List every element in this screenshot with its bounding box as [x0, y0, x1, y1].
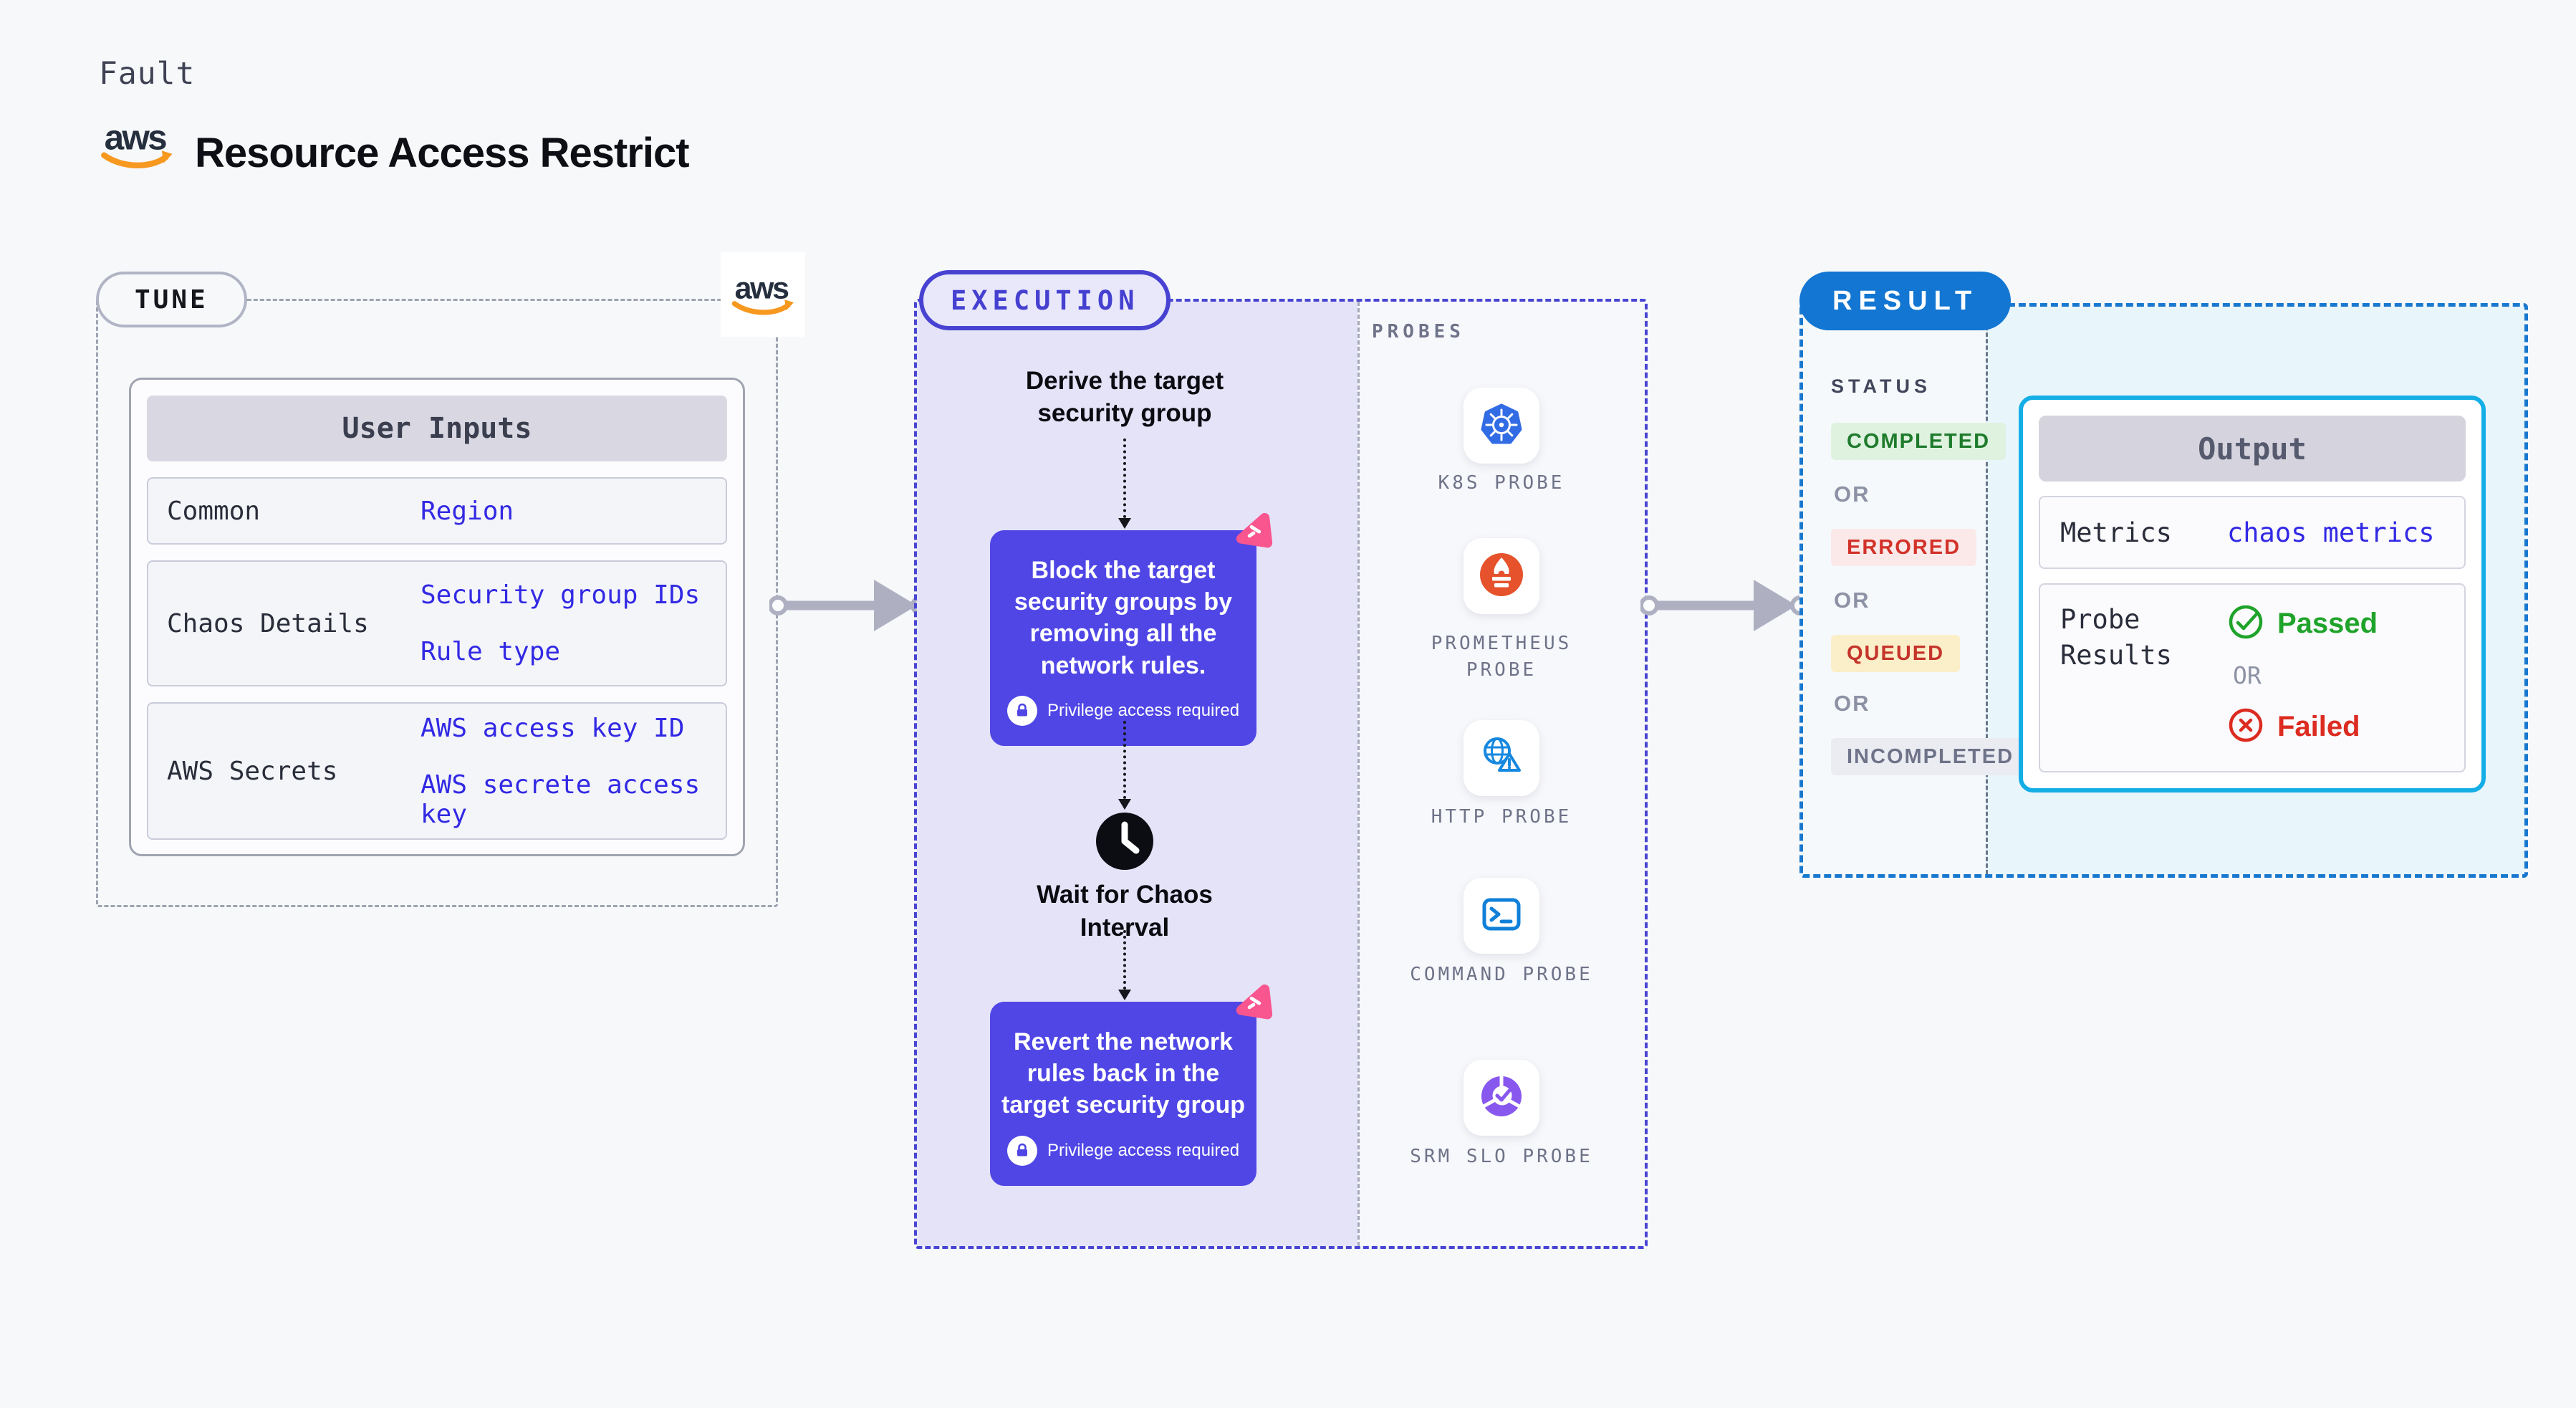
metrics-row: Metrics chaos metrics	[2039, 496, 2466, 569]
output-card: Output Metrics chaos metrics Probe Resul…	[2019, 396, 2486, 792]
status-badge-errored: ERRORED	[1831, 529, 1977, 566]
passed-state: Passed	[2227, 603, 2378, 644]
row-label: Chaos Details	[167, 608, 369, 638]
dotted-connector	[1118, 439, 1132, 529]
probe-label: K8S PROBE	[1438, 472, 1565, 494]
table-row: Chaos Details Security group IDs Rule ty…	[147, 560, 727, 686]
privilege-badge: Privilege access required	[1000, 1135, 1246, 1166]
probe-results-label: Probe Results	[2060, 604, 2172, 671]
or-separator: OR	[1834, 691, 1870, 716]
passed-label: Passed	[2277, 608, 2378, 639]
privilege-label: Privilege access required	[1047, 700, 1240, 720]
row-value: AWS secrete access key	[420, 770, 701, 829]
or-separator: OR	[1834, 588, 1870, 613]
http-icon	[1479, 734, 1524, 783]
or-separator: OR	[1834, 482, 1870, 507]
probe-results-row: Probe Results Passed OR	[2039, 583, 2466, 772]
probe-label: COMMAND PROBE	[1410, 964, 1593, 985]
row-label: AWS Secrets	[167, 756, 338, 786]
row-value: Region	[420, 496, 514, 526]
status-badge-queued: QUEUED	[1831, 635, 1961, 672]
lock-icon	[1006, 1135, 1037, 1166]
probe-label: PROMETHEUS PROBE	[1431, 633, 1572, 681]
metrics-value: chaos metrics	[2227, 517, 2435, 548]
revert-step-node: Revert the network rules back in the tar…	[990, 984, 1273, 1186]
or-separator: OR	[2233, 661, 2262, 689]
prometheus-icon	[1479, 552, 1524, 601]
command-icon	[1479, 891, 1524, 941]
dotted-connector	[1118, 721, 1132, 810]
k8s-icon	[1479, 401, 1524, 451]
block-step-label: Block the target security groups by remo…	[1014, 557, 1233, 679]
x-circle-icon	[2227, 707, 2264, 747]
derive-step-label: Derive the target security group	[1025, 367, 1224, 427]
probes-heading: PROBES	[1372, 321, 1465, 343]
failed-state: Failed	[2227, 707, 2378, 747]
command-probe-card	[1464, 878, 1539, 954]
row-label: Common	[167, 496, 261, 526]
dotted-connector	[1118, 930, 1132, 1000]
row-value: Rule type	[420, 637, 561, 666]
result-badge: RESULT	[1799, 272, 2012, 330]
table-row: AWS Secrets AWS access key ID AWS secret…	[147, 702, 727, 840]
chaos-fault-icon	[1231, 512, 1275, 560]
user-inputs-header: User Inputs	[147, 396, 727, 461]
row-value: Security group IDs	[420, 580, 701, 610]
clock-icon	[1095, 811, 1155, 875]
page-title: Resource Access Restrict	[195, 130, 690, 176]
metrics-label: Metrics	[2060, 517, 2172, 548]
srm-slo-icon	[1479, 1073, 1524, 1123]
execution-badge: EXECUTION	[919, 270, 1171, 330]
k8s-probe-card	[1464, 388, 1539, 464]
privilege-badge: Privilege access required	[1000, 695, 1246, 726]
tune-badge: TUNE	[96, 272, 247, 327]
block-step-node: Block the target security groups by remo…	[990, 512, 1273, 746]
privilege-label: Privilege access required	[1047, 1140, 1240, 1160]
output-header: Output	[2039, 416, 2466, 482]
srm-slo-probe-card	[1464, 1060, 1539, 1136]
check-circle-icon	[2227, 603, 2264, 644]
status-badge-completed: COMPLETED	[1831, 423, 2007, 460]
fault-eyebrow-label: Fault	[99, 56, 196, 92]
row-value: AWS access key ID	[420, 713, 685, 743]
probe-label: SRM SLO PROBE	[1410, 1146, 1593, 1167]
failed-label: Failed	[2277, 711, 2360, 742]
svg-text:aws: aws	[105, 119, 167, 157]
aws-logo: aws	[97, 118, 176, 174]
revert-step-label: Revert the network rules back in the tar…	[1001, 1028, 1246, 1119]
arrow-tune-to-execution	[768, 570, 931, 645]
svg-text:aws: aws	[735, 272, 789, 306]
prometheus-probe-card	[1464, 538, 1539, 614]
lock-icon	[1006, 695, 1037, 726]
chaos-fault-icon	[1231, 983, 1275, 1031]
wait-step-label: Wait for Chaos Interval	[1037, 881, 1213, 942]
table-row: Common Region	[147, 477, 727, 545]
aws-logo-corner: aws	[721, 252, 805, 337]
user-inputs-table: User Inputs Common Region Chaos Details …	[129, 378, 745, 856]
status-badge-incompleted: INCOMPLETED	[1831, 738, 2030, 775]
http-probe-card	[1464, 720, 1539, 796]
status-heading: STATUS	[1831, 375, 1931, 397]
probe-label: HTTP PROBE	[1431, 806, 1572, 828]
arrow-execution-to-result	[1639, 570, 1810, 645]
